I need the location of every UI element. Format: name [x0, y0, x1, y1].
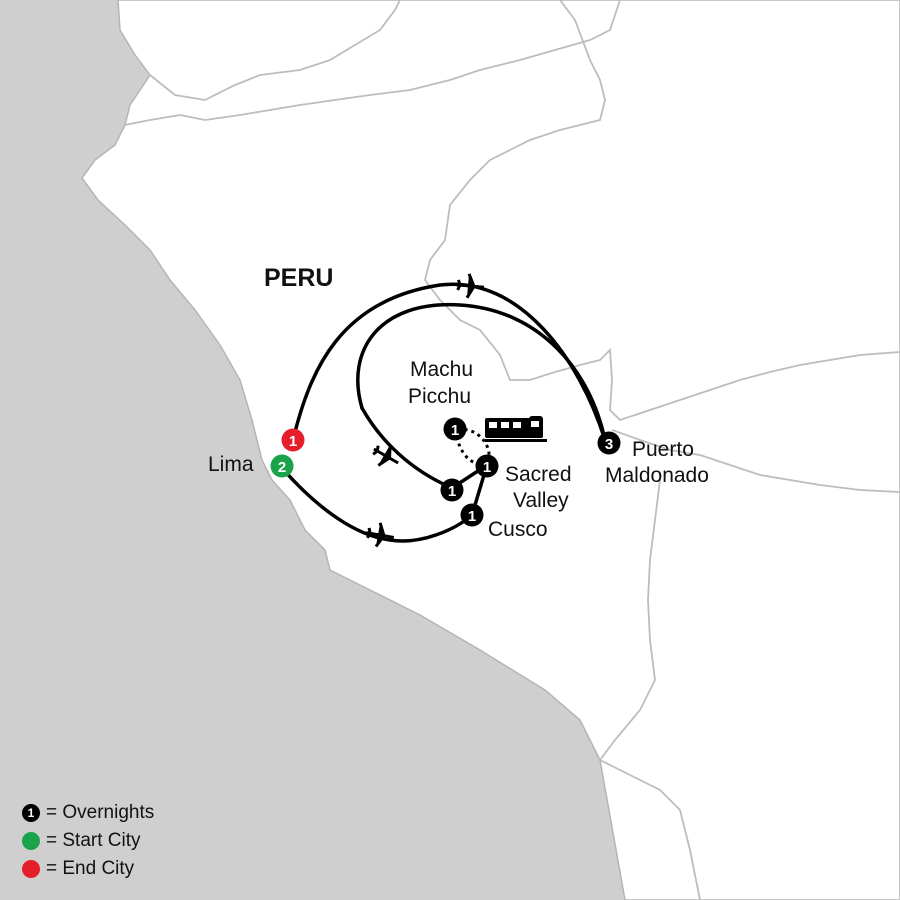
city-label-lima: Lima [208, 453, 254, 476]
airplane-icon [455, 273, 485, 299]
city-label-machu-picchu-2: Picchu [408, 385, 471, 408]
airplane-icon [365, 522, 395, 548]
city-label-puerto-2: Maldonado [605, 464, 709, 487]
city-label-sacred-valley-2: Valley [513, 489, 569, 512]
legend-row-end: = End City [22, 855, 154, 883]
overnight-badge-puerto-maldonado: 3 [597, 431, 621, 455]
land-area [81, 0, 900, 900]
start-city-badge: 2 [270, 454, 294, 478]
legend-overnight-number: 1 [27, 806, 35, 820]
legend-start-label: = Start City [46, 830, 141, 851]
map-legend: 1 = Overnights = Start City = End City [22, 799, 154, 883]
end-city-dot-icon [22, 860, 40, 878]
svg-text:1: 1 [448, 483, 456, 500]
city-label-sacred-valley-1: Sacred [505, 463, 572, 486]
route-lima-cusco [280, 466, 474, 543]
city-label-machu-picchu-1: Machu [410, 358, 473, 381]
overnight-badge-sacred-valley-2: 1 [440, 478, 464, 502]
overnight-badge-icon: 1 [22, 804, 40, 822]
train-icon [485, 416, 547, 442]
overnight-badge-sacred-valley: 1 [475, 454, 499, 478]
svg-text:3: 3 [605, 436, 613, 453]
svg-text:1: 1 [289, 433, 297, 450]
legend-row-overnights: 1 = Overnights [22, 799, 154, 827]
svg-text:1: 1 [483, 459, 491, 476]
end-city-badge: 1 [281, 428, 305, 452]
legend-row-start: = Start City [22, 827, 154, 855]
overnight-badge-cusco: 1 [460, 503, 484, 527]
legend-overnights-label: = Overnights [46, 802, 155, 823]
svg-text:1: 1 [468, 508, 476, 525]
rail-loop [453, 427, 491, 467]
airplane-icon [372, 444, 399, 467]
country-borders [124, 0, 900, 900]
route-cusco-puerto-arc [356, 302, 607, 442]
legend-end-label: = End City [46, 858, 135, 879]
start-city-dot-icon [22, 832, 40, 850]
country-label: PERU [264, 264, 333, 292]
city-label-puerto-1: Puerto [632, 438, 694, 461]
svg-text:2: 2 [278, 459, 286, 476]
city-label-cusco: Cusco [488, 518, 548, 541]
route-inner-sv [360, 406, 454, 490]
travel-routes [280, 282, 607, 543]
overnight-badge-machu-picchu: 1 [443, 417, 467, 441]
svg-text:1: 1 [451, 422, 459, 439]
